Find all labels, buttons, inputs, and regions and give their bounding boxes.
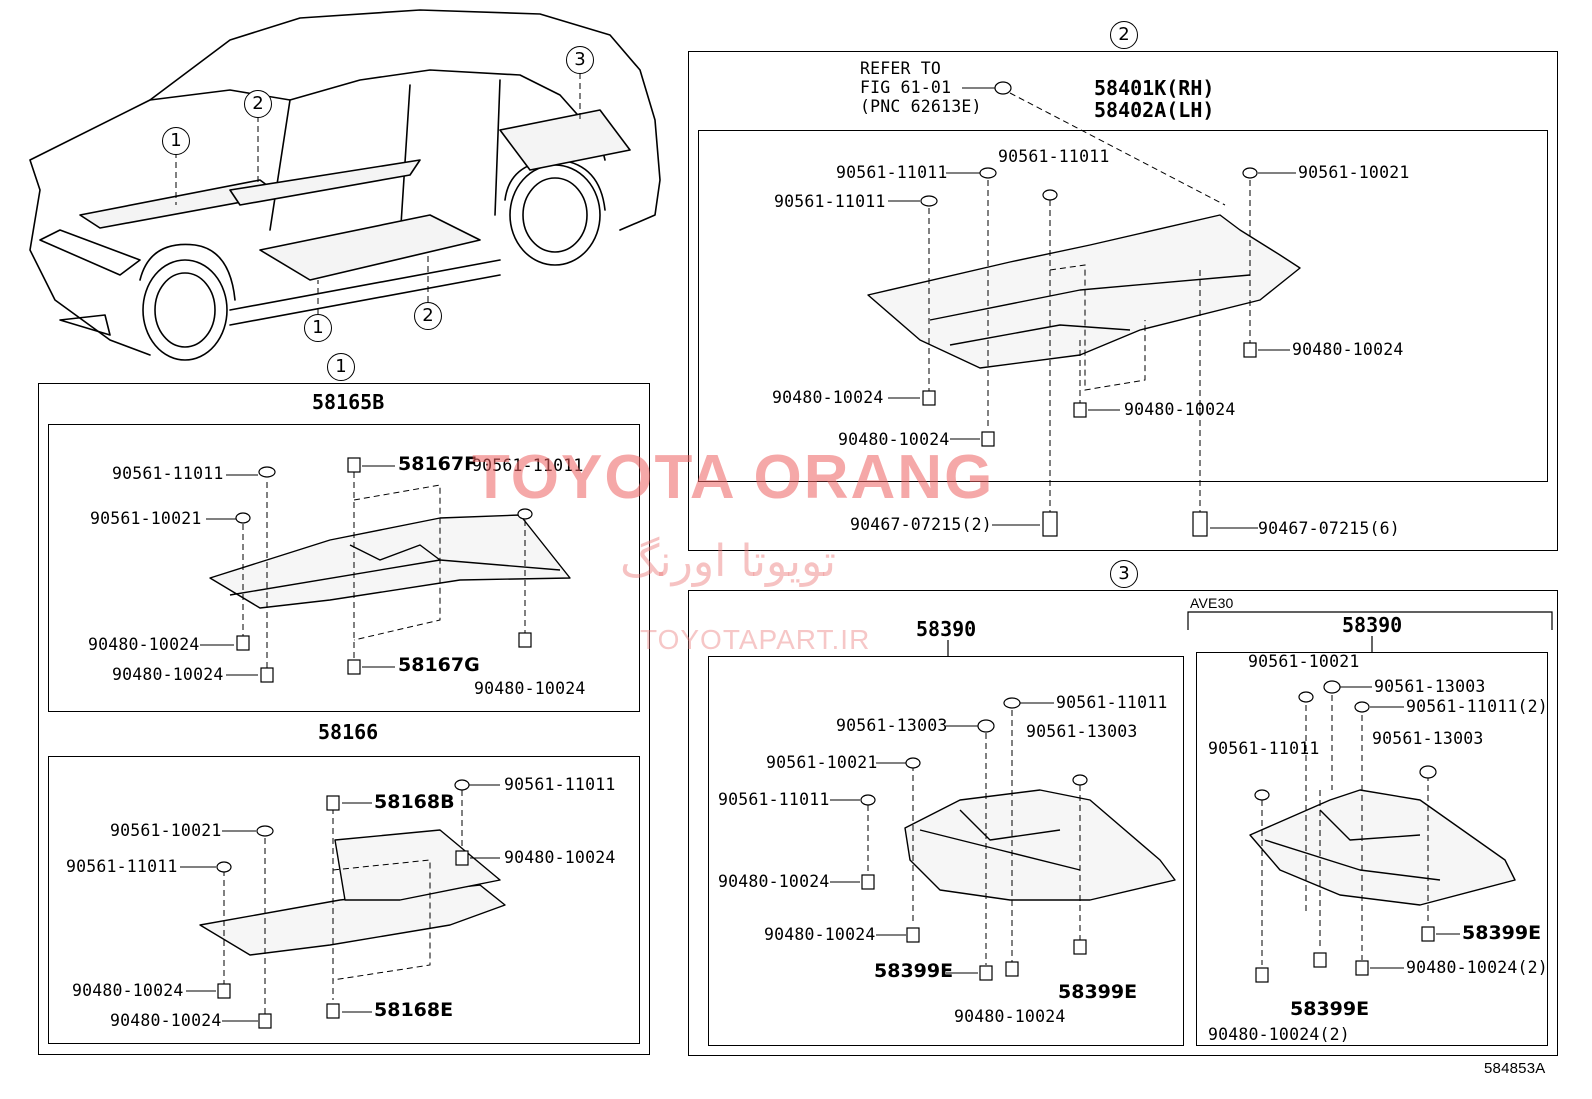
section-3-callout: 3 bbox=[1110, 560, 1138, 588]
label-s3l-90561-11011-a: 90561-11011 bbox=[1056, 693, 1168, 712]
section-3-right-frame bbox=[1196, 652, 1548, 1046]
part-58165b-title: 58165B bbox=[312, 390, 385, 414]
label-58167f: 58167F bbox=[398, 453, 478, 475]
car-body-outline bbox=[29, 9, 661, 356]
label-90561-11011-c: 90561-11011 bbox=[472, 456, 584, 475]
label-s3r-90480-10024-2-b: 90480-10024(2) bbox=[1208, 1025, 1350, 1044]
label-90480-10024-b: 90480-10024 bbox=[112, 665, 224, 684]
section-3-frame bbox=[688, 590, 1558, 1056]
callout-1-bottom: 1 bbox=[304, 314, 332, 342]
label-s3r-90561-10021: 90561-10021 bbox=[1248, 652, 1360, 671]
under-cover-rear bbox=[499, 109, 631, 171]
label-s3r-90561-11011-2: 90561-11011(2) bbox=[1406, 697, 1548, 716]
label-s2-90561-10021: 90561-10021 bbox=[1298, 163, 1410, 182]
label-s3l-90480-10024-a: 90480-10024 bbox=[718, 872, 830, 891]
label-s3l-90561-13003-b: 90561-13003 bbox=[1026, 722, 1138, 741]
part-58401k-rh: 58401K(RH) bbox=[1094, 76, 1215, 100]
label-90480-10024-e: 90480-10024 bbox=[72, 981, 184, 1000]
label-90561-10021: 90561-10021 bbox=[90, 509, 202, 528]
figure-id: 584853A bbox=[1484, 1060, 1546, 1077]
refer-line-2: FIG 61-01 bbox=[860, 78, 952, 97]
label-90561-11011-e: 90561-11011 bbox=[66, 857, 178, 876]
label-s2-90480-10024-a: 90480-10024 bbox=[1292, 340, 1404, 359]
label-s3l-90561-13003-a: 90561-13003 bbox=[836, 716, 948, 735]
watermark-persian: تویوتا اورنگ bbox=[620, 536, 836, 587]
watermark-url: TOYOTAPART.IR bbox=[640, 624, 871, 655]
watermark-title: TOYOTA ORANG bbox=[472, 443, 995, 512]
label-s2-90480-10024-b: 90480-10024 bbox=[772, 388, 884, 407]
part-58402a-lh: 58402A(LH) bbox=[1094, 98, 1215, 122]
label-s3r-58399e-b: 58399E bbox=[1290, 998, 1370, 1020]
part-58390-right-title: 58390 bbox=[1342, 613, 1403, 637]
label-s3l-90561-10021: 90561-10021 bbox=[766, 753, 878, 772]
label-s3l-90480-10024-c: 90480-10024 bbox=[954, 1007, 1066, 1026]
section-2-inner-frame bbox=[698, 130, 1548, 482]
callout-1-top: 1 bbox=[162, 127, 190, 155]
label-58167g: 58167G bbox=[398, 654, 480, 676]
section-3-left-frame bbox=[708, 656, 1184, 1046]
label-s2-90561-11011-b: 90561-11011 bbox=[998, 147, 1110, 166]
part-58166-frame bbox=[48, 756, 640, 1044]
label-58168e: 58168E bbox=[374, 999, 454, 1021]
label-90480-10024-c: 90480-10024 bbox=[474, 679, 586, 698]
label-90480-10024-f: 90480-10024 bbox=[110, 1011, 222, 1030]
callout-3-top: 3 bbox=[566, 46, 594, 74]
label-s3r-58399e-a: 58399E bbox=[1462, 922, 1542, 944]
label-58168b: 58168B bbox=[374, 791, 455, 813]
label-90561-11011-d: 90561-11011 bbox=[504, 775, 616, 794]
label-s3l-90561-11011-b: 90561-11011 bbox=[718, 790, 830, 809]
part-58390-left-title: 58390 bbox=[916, 617, 977, 641]
section-1-frame bbox=[38, 383, 650, 1055]
part-58165b-frame bbox=[48, 424, 640, 712]
label-s2-90467-07215-2: 90467-07215(2) bbox=[850, 515, 992, 534]
label-90561-11011-a: 90561-11011 bbox=[112, 464, 224, 483]
refer-line-1: REFER TO bbox=[860, 59, 942, 78]
callout-2-top: 2 bbox=[244, 90, 272, 118]
label-s3r-90561-13003-b: 90561-13003 bbox=[1372, 729, 1484, 748]
label-s3r-90480-10024-2-a: 90480-10024(2) bbox=[1406, 958, 1548, 977]
label-s3l-58399e-a: 58399E bbox=[874, 960, 954, 982]
variant-ave30: AVE30 bbox=[1190, 595, 1234, 611]
front-wheel bbox=[142, 259, 228, 361]
label-s2-90467-07215-6: 90467-07215(6) bbox=[1258, 519, 1400, 538]
refer-line-3: (PNC 62613E) bbox=[860, 97, 982, 116]
section-1-callout: 1 bbox=[327, 353, 355, 381]
label-s2-90480-10024-d: 90480-10024 bbox=[838, 430, 950, 449]
label-90561-10021-b: 90561-10021 bbox=[110, 821, 222, 840]
label-s3r-90561-13003-a: 90561-13003 bbox=[1374, 677, 1486, 696]
label-s3l-58399e-b: 58399E bbox=[1058, 981, 1138, 1003]
callout-2-bottom: 2 bbox=[414, 302, 442, 330]
under-cover-center bbox=[259, 214, 481, 281]
part-58166-title: 58166 bbox=[318, 720, 379, 744]
label-s3r-90561-11011: 90561-11011 bbox=[1208, 739, 1320, 758]
label-s2-90561-11011-c: 90561-11011 bbox=[774, 192, 886, 211]
label-90480-10024-d: 90480-10024 bbox=[504, 848, 616, 867]
section-2-frame bbox=[688, 51, 1558, 551]
label-s3l-90480-10024-b: 90480-10024 bbox=[764, 925, 876, 944]
label-90480-10024-a: 90480-10024 bbox=[88, 635, 200, 654]
label-s2-90561-11011-a: 90561-11011 bbox=[836, 163, 948, 182]
section-2-callout: 2 bbox=[1110, 21, 1138, 49]
car-rocker bbox=[229, 259, 501, 326]
label-s2-90480-10024-c: 90480-10024 bbox=[1124, 400, 1236, 419]
